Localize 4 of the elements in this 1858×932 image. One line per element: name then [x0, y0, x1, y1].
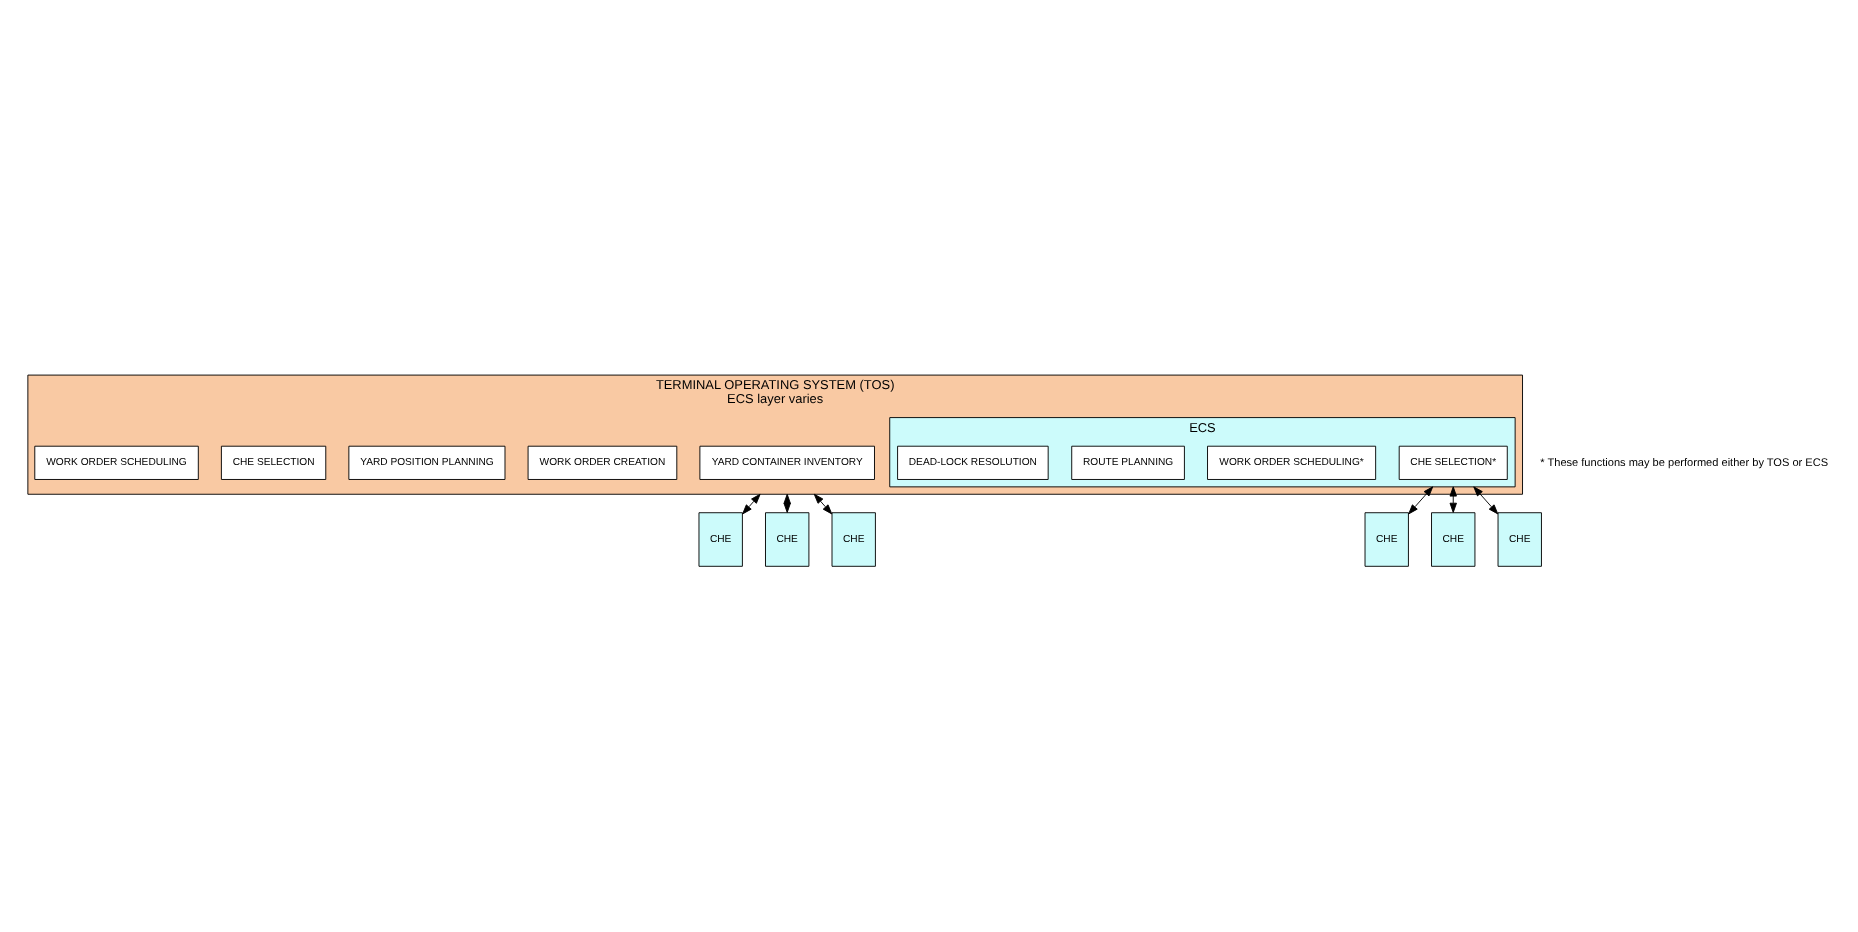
arrow [1408, 485, 1434, 514]
arrow [742, 492, 761, 514]
arrow [1473, 485, 1499, 514]
arrow [813, 492, 833, 514]
